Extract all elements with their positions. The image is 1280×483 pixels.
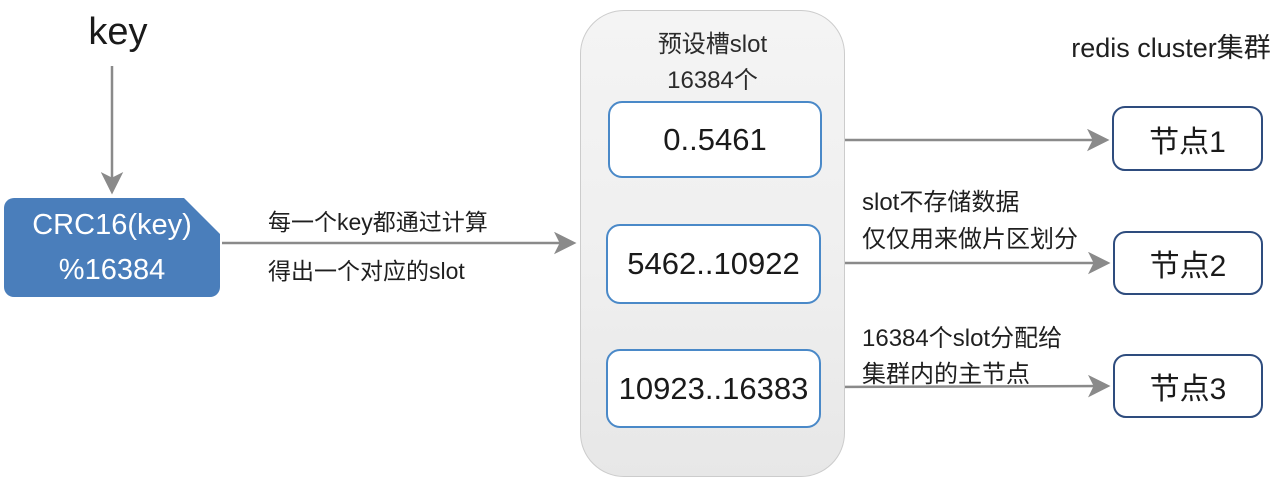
slot-range-3-label: 10923..16383 [618,370,809,406]
cluster-title: redis cluster集群 [1071,33,1271,63]
crc16-line: CRC16(key) [32,208,192,241]
node-1-label: 节点1 [1149,125,1226,159]
assign-note-line1: 16384个slot分配给 [862,325,1063,352]
key-label: key [88,11,148,53]
node-3-label: 节点3 [1149,373,1227,406]
assign-note-line2: 集群内的主节点 [862,361,1030,388]
slot-range-box-2: 5462..10922 [606,224,821,304]
slot-range-box-3: 10923..16383 [606,349,821,428]
slot-range-1-label: 0..5461 [663,121,767,157]
slot-range-box-1: 0..5461 [608,101,822,178]
slot-pool-title-line1: 预设槽slot [657,31,768,58]
slot-range-2-label: 5462..10922 [627,246,800,281]
flow-note-line2: 得出一个对应的slot [268,258,465,284]
slot-note-line2: 仅仅用来做片区划分 [862,226,1078,253]
modulo-line: %16384 [58,253,166,286]
slot-note-line1: slot不存储数据 [862,189,1020,216]
arrow-slot3-to-node3 [822,374,1111,398]
node-box-2: 节点2 [1113,231,1263,295]
slot-pool-title-line2: 16384个 [667,67,758,94]
node-box-3: 节点3 [1113,354,1263,418]
node-2-label: 节点2 [1149,250,1227,283]
crc16-modulo-box: CRC16(key) %16384 [4,198,220,297]
node-box-1: 节点1 [1112,106,1263,171]
flow-note-line1: 每一个key都通过计算 [268,209,488,235]
